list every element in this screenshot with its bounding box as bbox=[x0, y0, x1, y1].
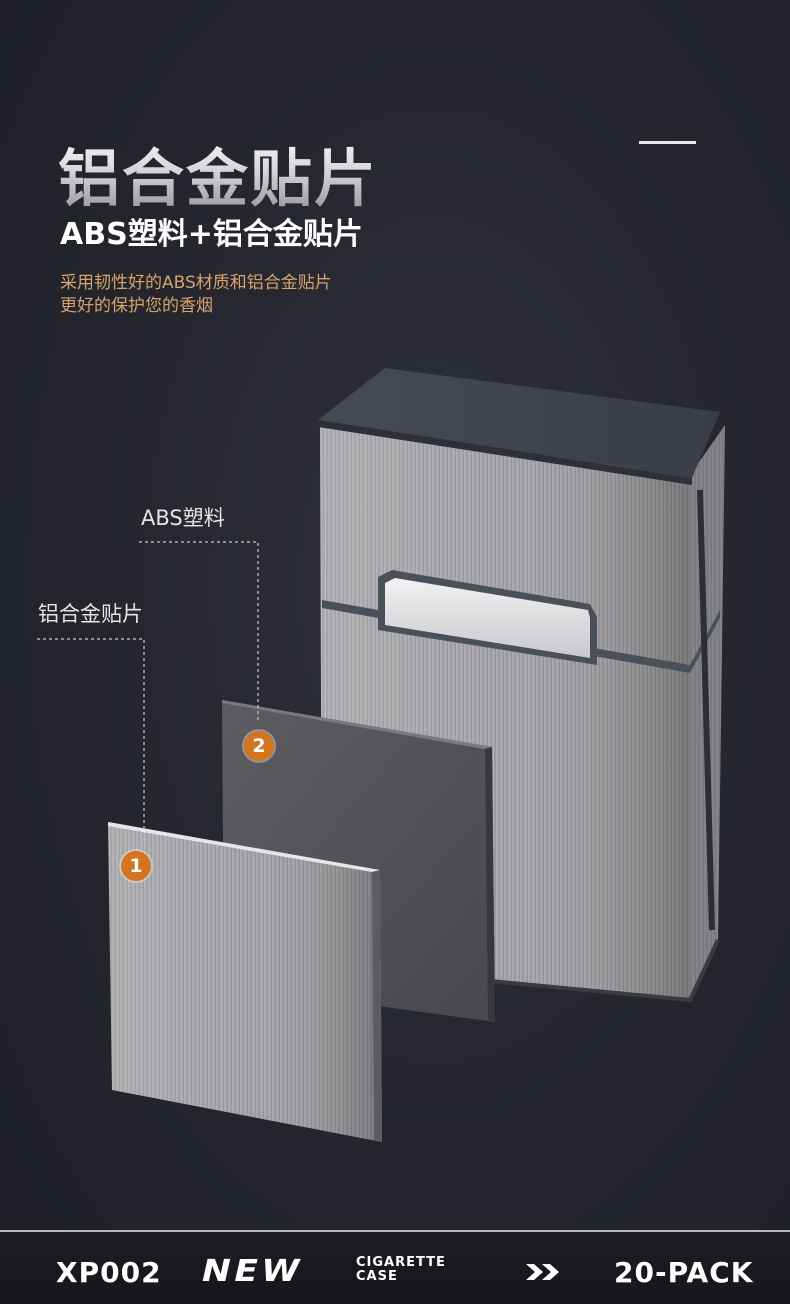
page-subtitle: ABS塑料+铝合金贴片 bbox=[60, 217, 363, 252]
aluminum-sheet bbox=[108, 822, 382, 1142]
aluminum-callout-label: 铝合金贴片 bbox=[38, 602, 143, 626]
description-line-2: 更好的保护您的香烟 bbox=[60, 296, 213, 316]
decorative-dash bbox=[639, 141, 696, 144]
abs-number-badge: 2 bbox=[244, 731, 274, 761]
aluminum-leader-line bbox=[37, 638, 145, 842]
description-line-1: 采用韧性好的ABS材质和铝合金贴片 bbox=[60, 273, 332, 293]
double-chevron-right-icon bbox=[526, 1264, 559, 1280]
new-label: NEW bbox=[202, 1254, 303, 1289]
pack-size: 20-PACK bbox=[614, 1256, 754, 1289]
description: 采用韧性好的ABS材质和铝合金贴片 更好的保护您的香烟 bbox=[60, 272, 332, 318]
page-title: 铝合金贴片 bbox=[58, 128, 378, 218]
abs-callout-label: ABS塑料 bbox=[141, 506, 225, 530]
footer-bar: XP002 NEW CIGARETTE CASE 20-PACK bbox=[0, 1230, 790, 1304]
product-illustration bbox=[37, 368, 725, 1142]
category-line-1: CIGARETTE bbox=[356, 1255, 446, 1270]
category-label: CIGARETTE CASE bbox=[356, 1256, 446, 1284]
aluminum-number-badge: 1 bbox=[121, 851, 151, 881]
abs-leader-line bbox=[139, 541, 259, 722]
category-line-2: CASE bbox=[356, 1269, 398, 1284]
model-number: XP002 bbox=[56, 1256, 162, 1289]
